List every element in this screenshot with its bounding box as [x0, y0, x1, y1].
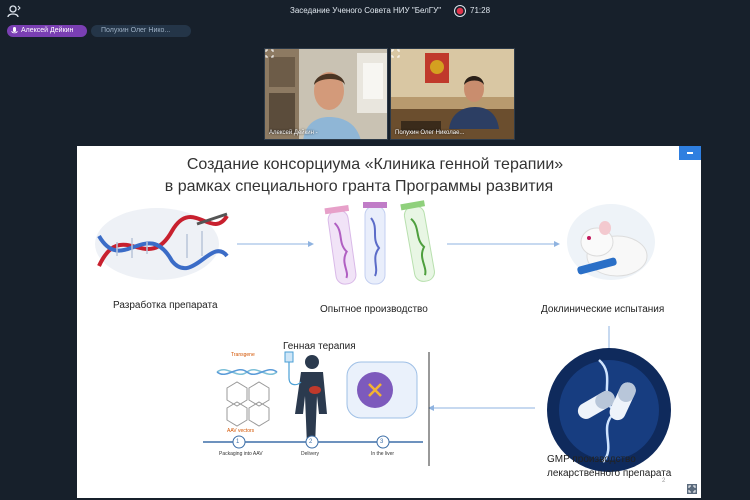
active-speaker-name: Алексей Дейкин [21, 27, 74, 34]
step1-number: 1 [236, 439, 240, 445]
host-video-frame [391, 49, 514, 139]
step-preclinical-label: Доклинические испытания [541, 304, 665, 315]
step2-number: 2 [309, 439, 313, 445]
step-development-label: Разработка препарата [113, 300, 218, 311]
packaging-label: Packaging into AAV [219, 451, 263, 457]
participant-chip[interactable]: Полухин Олег Нико... [91, 25, 191, 37]
slide-title-line1: Создание консорциума «Клиника генной тер… [186, 156, 564, 173]
test-tubes-image [324, 200, 435, 285]
shared-slide: Создание консорциума «Клиника генной тер… [77, 146, 701, 498]
step-pilot-label: Опытное производство [320, 304, 428, 315]
slide-page-marker: 2 [662, 478, 666, 484]
video-tile-speaker[interactable]: Алексей Дейкин - [264, 48, 388, 140]
slide-title-line2: в рамках специального гранта Программы р… [164, 178, 554, 195]
top-bar: Заседание Ученого Совета НИУ "БелГУ" 71:… [0, 0, 750, 22]
slide-menu-button[interactable] [679, 146, 701, 160]
video-tile-host[interactable]: Полухин Олег Николае... [390, 48, 515, 140]
fullscreen-icon[interactable] [687, 484, 697, 494]
step-gene-therapy-label: Генная терапия [283, 341, 356, 352]
meeting-timer: 71:28 [470, 6, 491, 15]
liver-label: In the liver [371, 451, 395, 457]
gmp-capsules-image [547, 348, 671, 472]
transgene-label: Transgene [231, 352, 255, 358]
expand-video-icon[interactable] [391, 49, 400, 58]
microphone-icon [11, 27, 18, 34]
active-speaker-chip[interactable]: Алексей Дейкин [7, 25, 87, 37]
step3-number: 3 [380, 439, 384, 445]
delivery-label: Delivery [301, 451, 320, 457]
dna-helix-image [95, 208, 229, 280]
step-gmp-label-line1: GMP производство [547, 454, 636, 465]
video-name-host: Полухин Олег Николае... [395, 130, 465, 136]
meeting-title: Заседание Ученого Совета НИУ "БелГУ" [290, 6, 442, 15]
expand-video-icon[interactable] [265, 49, 274, 58]
aav-label: AAV vectors [227, 428, 255, 434]
slide-illustrations [95, 200, 671, 472]
video-name-speaker: Алексей Дейкин - [269, 130, 318, 136]
lab-mouse-image [567, 204, 655, 280]
step-gmp-label-line2: лекарственного препарата [547, 468, 672, 479]
gene-therapy-diagram [203, 351, 430, 466]
record-icon[interactable] [453, 4, 467, 18]
participant-chip-name: Полухин Олег Нико... [101, 27, 171, 34]
participants-icon[interactable] [7, 4, 21, 18]
speaker-video-frame [265, 49, 387, 139]
